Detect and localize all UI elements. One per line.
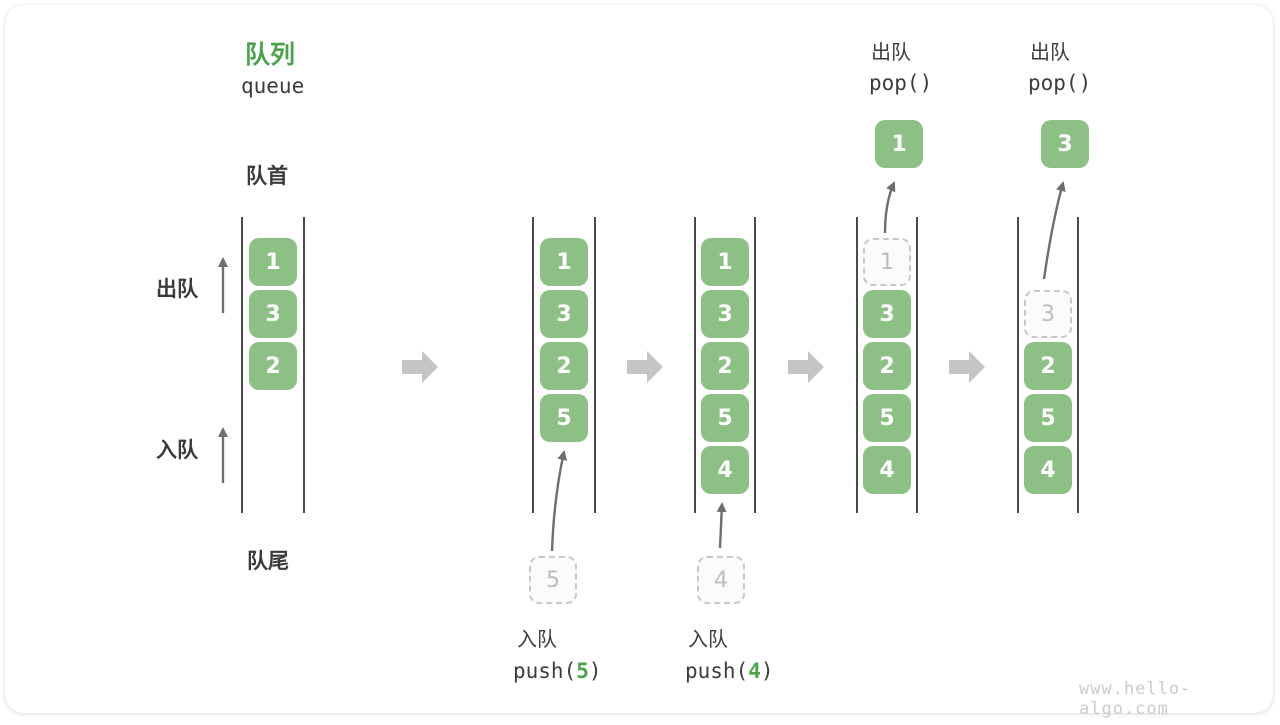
queue-box: 4 <box>1024 446 1072 494</box>
page-subtitle: queue <box>241 74 305 98</box>
queue-box: 1 <box>249 238 297 286</box>
push4-arrow-icon <box>716 502 727 549</box>
queue-box: 2 <box>1024 342 1072 390</box>
queue-box: 3 <box>701 290 749 338</box>
queue-box: 4 <box>863 446 911 494</box>
flow-arrows <box>218 181 1066 552</box>
queue-box: 5 <box>540 394 588 442</box>
pop2-arrow-icon <box>1042 181 1066 280</box>
code-close: ) <box>588 659 602 683</box>
incoming-value-box: 4 <box>697 556 745 604</box>
queue-box: 2 <box>863 342 911 390</box>
code-fn: push( <box>685 659 749 683</box>
queue-ghost-box: 3 <box>1024 290 1072 338</box>
popped-value-box: 3 <box>1041 120 1089 168</box>
queue-box: 2 <box>540 342 588 390</box>
queue-channel-lines <box>241 217 1079 513</box>
block-arrow-icon <box>627 351 663 383</box>
queue-rear-label: 队尾 <box>247 549 289 573</box>
pop-operation-label: 出队 <box>871 40 911 64</box>
push5-arrow-icon <box>550 450 568 552</box>
dequeue-side-label: 出队 <box>156 277 198 301</box>
incoming-value-box: 5 <box>529 556 577 604</box>
diagram-arrows-layer <box>218 181 1079 552</box>
queue-box: 3 <box>540 290 588 338</box>
block-arrow-icon <box>788 351 824 383</box>
queue-box: 1 <box>540 238 588 286</box>
queue-box: 5 <box>863 394 911 442</box>
code-arg: 4 <box>748 659 761 683</box>
pop-operation-code: pop() <box>869 71 933 95</box>
code-fn: push( <box>513 659 577 683</box>
queue-box: 2 <box>249 342 297 390</box>
code-arg: 5 <box>576 659 589 683</box>
pop1-arrow-icon <box>883 181 896 234</box>
pop-operation-code: pop() <box>1028 71 1092 95</box>
push-operation-label: 入队 <box>688 627 728 651</box>
queue-box: 4 <box>701 446 749 494</box>
queue-box: 5 <box>701 394 749 442</box>
queue-front-label: 队首 <box>246 164 288 188</box>
pop-operation-label: 出队 <box>1030 40 1070 64</box>
queue-box: 1 <box>701 238 749 286</box>
diagram-card: 队列 queue 队首 队尾 出队 入队 1 3 2 1 3 2 5 1 3 2… <box>5 5 1273 719</box>
enqueue-side-label: 入队 <box>156 438 198 462</box>
push-operation-code: push(4) <box>685 659 774 683</box>
push-operation-label: 入队 <box>517 627 557 651</box>
queue-box: 3 <box>863 290 911 338</box>
queue-ghost-box: 1 <box>863 238 911 286</box>
queue-box: 2 <box>701 342 749 390</box>
queue-box: 5 <box>1024 394 1072 442</box>
watermark: www.hello-algo.com <box>1079 679 1192 719</box>
page-title: 队列 <box>245 40 296 69</box>
block-arrow-icon <box>402 351 438 383</box>
code-close: ) <box>760 659 774 683</box>
push-operation-code: push(5) <box>513 659 602 683</box>
queue-box: 3 <box>249 290 297 338</box>
popped-value-box: 1 <box>875 120 923 168</box>
block-arrow-icon <box>949 351 985 383</box>
